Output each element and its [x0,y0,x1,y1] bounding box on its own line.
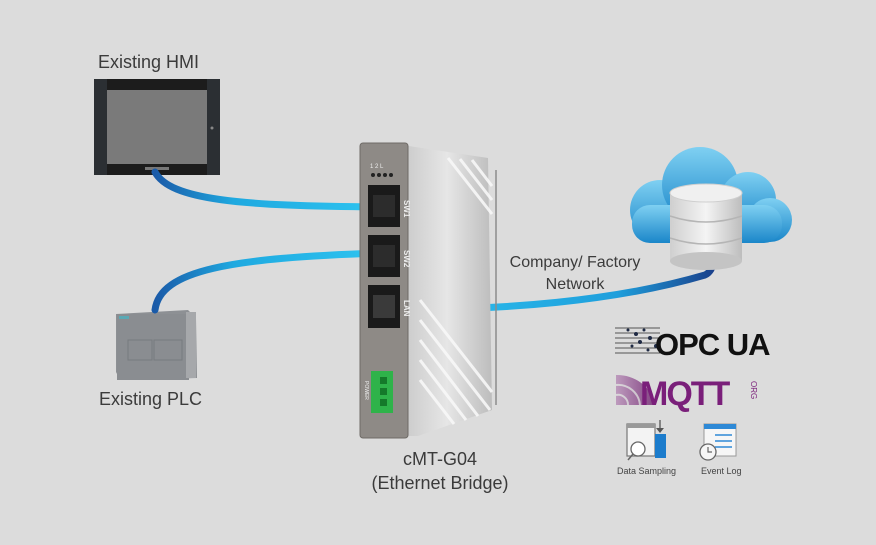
opc-ua-text: OPC UA [655,327,770,362]
hmi-screen [107,90,207,164]
port-label-sw2: SW2 [402,250,411,268]
mqtt-logo: MQTT ORG [615,374,758,413]
led-labels: 1 2 L [370,164,384,170]
cloud-database-icon [630,147,792,270]
plc-label: Existing PLC [99,389,203,409]
device-subtitle-label: (Ethernet Bridge) [371,473,509,493]
database-icon [669,183,743,270]
hmi-device [94,79,220,175]
mqtt-text: MQTT [640,375,731,413]
mqtt-org-text: ORG [749,381,758,399]
opc-ua-logo: OPC UA [615,327,771,362]
device-model-label: cMT-G04 [402,449,477,469]
hmi-label: Existing HMI [98,52,200,72]
feature-label-event-log: Event Log [701,466,742,476]
port-label-sw1: SW1 [402,200,411,218]
cable-plc-sw2 [151,249,384,314]
event-log-icon [699,423,737,461]
port-label-lan: LAN [402,300,411,317]
network-label-line1: Company/ Factory [509,254,641,271]
plc-device [116,310,197,380]
cable-hmi-sw1 [151,168,384,211]
data-sampling-icon [626,420,666,461]
cmt-g04-device [359,142,497,439]
feature-label-data-sampling: Data Sampling [617,466,677,476]
network-label-line2: Network [545,276,605,293]
power-label: POWER [363,381,369,400]
